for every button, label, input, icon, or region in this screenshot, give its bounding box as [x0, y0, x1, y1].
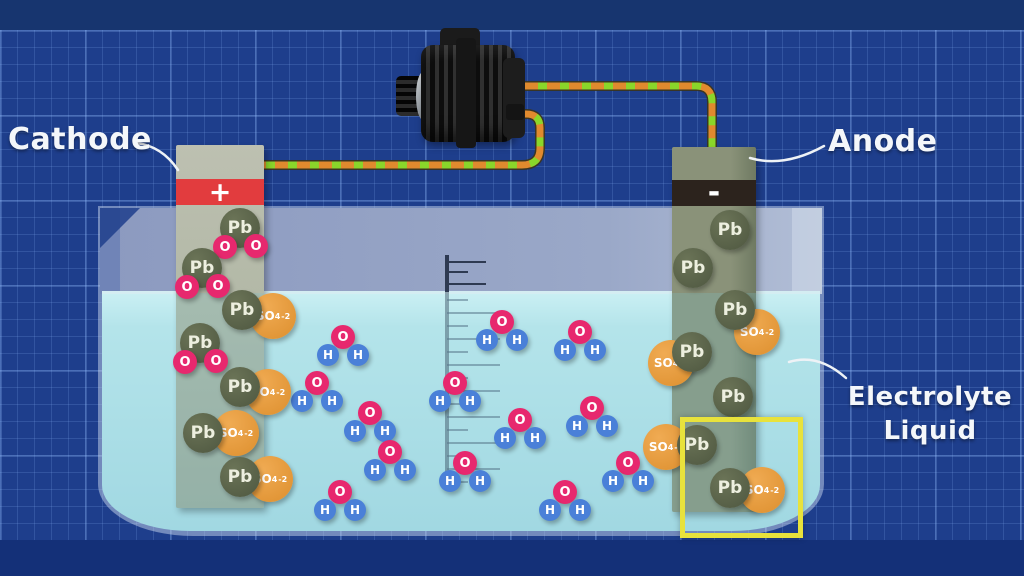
hydrogen-atom: H: [569, 499, 591, 521]
hydrogen-atom: H: [539, 499, 561, 521]
highlight-box: [680, 417, 803, 538]
hydrogen-atom: H: [459, 390, 481, 412]
lead-atom: Pb: [672, 332, 712, 372]
lead-atom: Pb: [710, 468, 750, 508]
electrolyte-label-line1: Electrolyte: [847, 382, 1013, 412]
hydrogen-atom: H: [476, 329, 498, 351]
plus-sign: +: [208, 176, 232, 208]
lead-atom: Pb: [183, 413, 223, 453]
oxygen-atom: O: [358, 401, 382, 425]
hydrogen-atom: H: [291, 390, 313, 412]
tank-corner-bevel: [100, 208, 140, 248]
cathode-label: Cathode: [8, 122, 152, 157]
hydrogen-atom: H: [317, 344, 339, 366]
hydrogen-atom: H: [439, 470, 461, 492]
oxygen-atom: O: [173, 350, 197, 374]
lead-atom: Pb: [220, 457, 260, 497]
top-dark-band: [0, 0, 1024, 30]
lead-atom: Pb: [713, 377, 753, 417]
electrolyte-label: Electrolyte Liquid: [840, 380, 1020, 448]
hydrogen-atom: H: [429, 390, 451, 412]
hydrogen-atom: H: [321, 390, 343, 412]
minus-sign: -: [707, 175, 721, 210]
hydrogen-atom: H: [506, 329, 528, 351]
anode-label: Anode: [828, 124, 938, 159]
oxygen-atom: O: [206, 274, 230, 298]
alternator-wire-connector: [506, 104, 524, 120]
hydrogen-atom: H: [584, 339, 606, 361]
lead-atom: Pb: [220, 367, 260, 407]
hydrogen-atom: H: [344, 499, 366, 521]
hydrogen-atom: H: [524, 427, 546, 449]
hydrogen-atom: H: [394, 459, 416, 481]
hydrogen-atom: H: [374, 420, 396, 442]
hydrogen-atom: H: [494, 427, 516, 449]
anode-negative-band: -: [672, 175, 756, 210]
oxygen-atom: O: [244, 234, 268, 258]
oxygen-atom: O: [616, 451, 640, 475]
lead-atom: Pb: [673, 248, 713, 288]
hydrogen-atom: H: [344, 420, 366, 442]
alternator-clamp: [456, 38, 476, 148]
cathode-positive-band: +: [176, 176, 264, 208]
oxygen-atom: O: [204, 349, 228, 373]
hydrogen-atom: H: [469, 470, 491, 492]
lead-atom: Pb: [715, 290, 755, 330]
hydrogen-atom: H: [364, 459, 386, 481]
hydrogen-atom: H: [632, 470, 654, 492]
hydrogen-atom: H: [314, 499, 336, 521]
hydrogen-atom: H: [596, 415, 618, 437]
hydrogen-atom: H: [602, 470, 624, 492]
tank-right-edge: [792, 208, 822, 294]
lead-atom: Pb: [222, 290, 262, 330]
oxygen-atom: O: [175, 275, 199, 299]
hydrogen-atom: H: [347, 344, 369, 366]
hydrogen-atom: H: [554, 339, 576, 361]
bottom-dark-band: [0, 540, 1024, 576]
electrolyte-label-line2: Liquid: [883, 416, 977, 446]
lead-atom: Pb: [710, 210, 750, 250]
hydrogen-atom: H: [566, 415, 588, 437]
oxygen-atom: O: [453, 451, 477, 475]
